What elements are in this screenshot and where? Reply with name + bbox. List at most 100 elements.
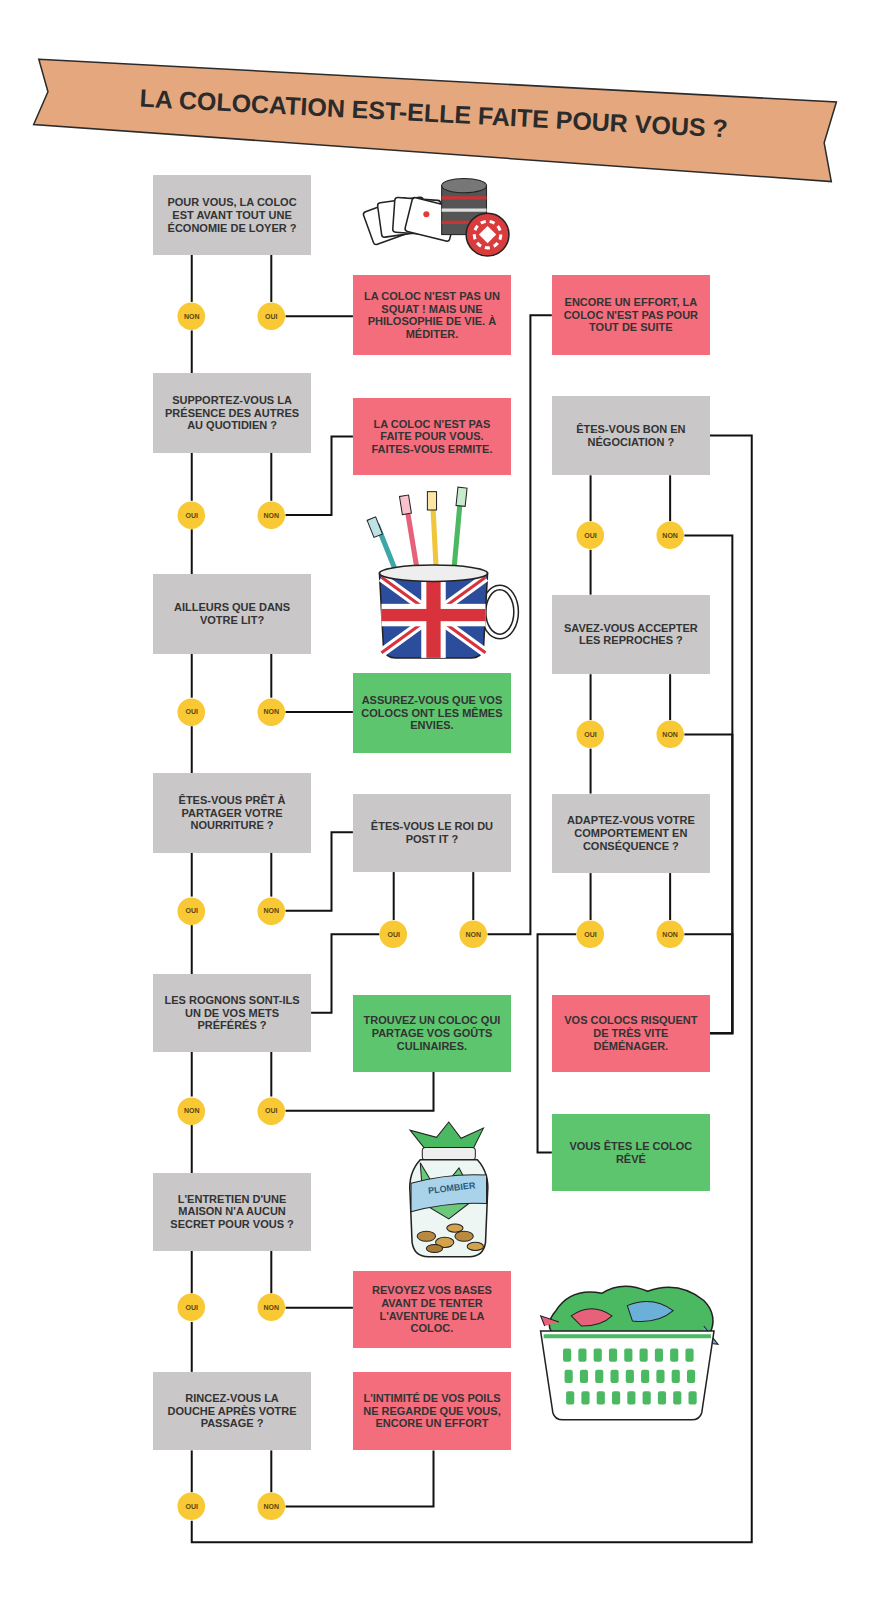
node-text: OUI xyxy=(387,931,399,938)
answer-circle: NON xyxy=(177,1097,206,1126)
illustration-stroke xyxy=(565,1370,573,1383)
node-text: ÊTES-VOUS PRÊT À PARTAGER VOTRE NOURRITU… xyxy=(161,794,303,832)
illustration-stroke xyxy=(544,1334,711,1338)
circle-fill xyxy=(178,302,206,330)
flow-connector xyxy=(191,726,193,773)
circle-fill xyxy=(459,921,487,949)
illustration-stroke xyxy=(483,588,516,637)
illustration-stroke xyxy=(455,1231,473,1241)
flow-connector xyxy=(191,925,193,974)
node-text: ÊTES-VOUS BON EN NÉGOCIATION ? xyxy=(560,423,702,448)
node-text: LA COLOC N'EST PAS UN SQUAT ! MAIS UNE P… xyxy=(361,290,503,341)
illustration-stroke xyxy=(417,1231,435,1241)
flow-connector xyxy=(590,749,592,794)
question-box: L'ENTRETIEN D'UNE MAISON N'A AUCUN SECRE… xyxy=(153,1173,311,1251)
flow-connector xyxy=(286,711,353,713)
illustration-stroke xyxy=(467,1242,483,1250)
title-ribbon xyxy=(34,59,837,181)
node-text: NON xyxy=(264,1304,280,1311)
circle-fill xyxy=(577,522,605,550)
answer-circle: OUI xyxy=(576,521,605,550)
illustration-stroke xyxy=(655,1348,663,1361)
flow-connector xyxy=(590,550,592,595)
node-text: AILLEURS QUE DANS VOTRE LIT? xyxy=(161,601,303,626)
node-text: ENCORE UN EFFORT, LA COLOC N'EST PAS POU… xyxy=(560,296,702,334)
illustration-stroke xyxy=(442,196,487,199)
question-box: POUR VOUS, LA COLOC EST AVANT TOUT UNE É… xyxy=(153,175,311,255)
answer-circle: NON xyxy=(459,920,488,949)
answer-circle: OUI xyxy=(576,920,605,949)
flow-connector xyxy=(270,1251,272,1294)
flow-connector xyxy=(684,734,732,1033)
node-text: NON xyxy=(264,1503,280,1510)
answer-circle: NON xyxy=(656,720,685,749)
node-text: L'ENTRETIEN D'UNE MAISON N'A AUCUN SECRE… xyxy=(161,1193,303,1231)
flow-connector xyxy=(191,1251,193,1294)
illustration-stroke xyxy=(566,1391,574,1404)
illustration-stroke xyxy=(571,1309,612,1326)
question-box: AILLEURS QUE DANS VOTRE LIT? xyxy=(153,574,311,654)
circle-fill xyxy=(577,921,605,949)
illustration-stroke xyxy=(34,59,837,181)
circle-fill xyxy=(258,1097,286,1125)
illustration-stroke xyxy=(610,1370,618,1383)
illustration-stroke xyxy=(479,226,496,243)
circle-fill xyxy=(258,698,286,726)
illustration-stroke xyxy=(442,209,487,212)
node-text: L'INTIMITÉ DE VOS POILS NE REGARDE QUE V… xyxy=(361,1392,503,1430)
illustration-stroke xyxy=(427,492,436,510)
node-text: NON xyxy=(184,313,200,320)
answer-circle: NON xyxy=(177,302,206,331)
illustration-stroke xyxy=(626,1370,634,1383)
illustration-stroke xyxy=(578,1348,586,1361)
advice-box: ASSUREZ-VOUS QUE VOS COLOCS ONT LES MÊME… xyxy=(353,673,511,753)
answer-circle: NON xyxy=(656,521,685,550)
toothbrush-mug xyxy=(367,487,516,658)
question-box: ÊTES-VOUS PRÊT À PARTAGER VOTRE NOURRITU… xyxy=(153,773,311,853)
question-box: SAVEZ-VOUS ACCEPTER LES REPROCHES ? xyxy=(552,595,710,675)
warning-box: LA COLOC N'EST PAS FAITE POUR VOUS. FAIT… xyxy=(353,398,511,476)
circle-fill xyxy=(178,897,206,925)
flow-connector xyxy=(191,453,193,501)
illustration-stroke xyxy=(627,1391,635,1404)
answer-circle: OUI xyxy=(177,1293,206,1322)
circle-fill xyxy=(178,1097,206,1125)
flow-connector xyxy=(191,1052,193,1097)
answer-circle: NON xyxy=(257,698,286,727)
node-text: SAVEZ-VOUS ACCEPTER LES REPROCHES ? xyxy=(560,622,702,647)
answer-circle: NON xyxy=(257,1293,286,1322)
illustration-stroke xyxy=(624,1348,632,1361)
circle-fill xyxy=(258,501,286,529)
flow-connector xyxy=(286,315,353,317)
node-text: NON xyxy=(662,731,678,738)
flow-connector xyxy=(393,872,395,920)
node-text: LA COLOC N'EST PAS FAITE POUR VOUS. FAIT… xyxy=(361,418,503,456)
question-box: RINCEZ-VOUS LA DOUCHE APRÈS VOTRE PASSAG… xyxy=(153,1372,311,1451)
flow-connector xyxy=(286,1307,353,1309)
illustration-stroke xyxy=(466,213,509,256)
question-box: SUPPORTEZ-VOUS LA PRÉSENCE DES AUTRES AU… xyxy=(153,373,311,453)
cards-and-chips xyxy=(363,179,509,257)
node-text: ADAPTEZ-VOUS VOTRE COMPORTEMENT EN CONSÉ… xyxy=(560,814,702,852)
flow-connector xyxy=(669,674,671,720)
advice-box: VOUS ÊTES LE COLOC RÊVÉ xyxy=(552,1114,710,1192)
flow-connector xyxy=(472,872,474,920)
node-text: ÊTES-VOUS LE ROI DU POST IT ? xyxy=(361,820,503,845)
node-text: NON xyxy=(264,512,280,519)
illustration-stroke xyxy=(367,517,382,537)
flow-connector xyxy=(270,453,272,501)
illustration-stroke xyxy=(594,1348,602,1361)
node-text: RINCEZ-VOUS LA DOUCHE APRÈS VOTRE PASSAG… xyxy=(161,1392,303,1430)
illustration-stroke xyxy=(612,1391,620,1404)
illustration-stroke xyxy=(656,1370,664,1383)
circle-fill xyxy=(258,897,286,925)
circle-fill xyxy=(178,1294,206,1322)
answer-circle: OUI xyxy=(177,698,206,727)
question-box: ÊTES-VOUS LE ROI DU POST IT ? xyxy=(353,794,511,873)
circle-fill xyxy=(656,522,684,550)
answer-circle: NON xyxy=(257,1492,286,1521)
answer-circle: OUI xyxy=(177,897,206,926)
circle-fill xyxy=(258,1294,286,1322)
node-text: OUI xyxy=(186,512,198,519)
circle-fill xyxy=(178,501,206,529)
